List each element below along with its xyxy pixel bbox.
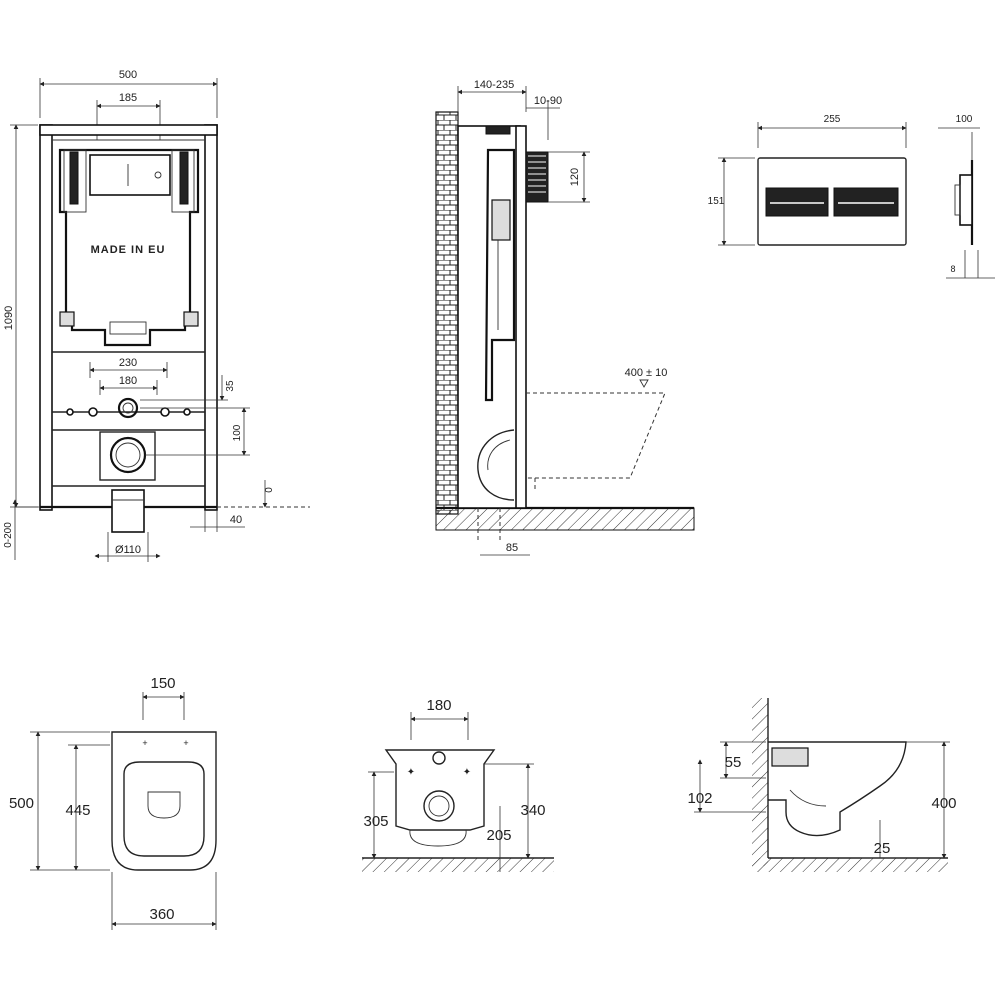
dim-bowl-width: 360 bbox=[149, 906, 174, 923]
dim-panel-height: 120 bbox=[569, 168, 581, 186]
dim-side-height: 400 bbox=[931, 795, 956, 812]
dim-frame-width: 500 bbox=[119, 69, 137, 81]
dim-side-102: 102 bbox=[687, 790, 712, 807]
dim-panel-height-front: 151 bbox=[708, 196, 725, 207]
made-in-eu-label: MADE IN EU bbox=[91, 244, 166, 256]
dim-panel-offset: 10-90 bbox=[534, 95, 562, 107]
dim-front-inner: 205 bbox=[486, 827, 511, 844]
dim-zero: 0 bbox=[264, 487, 275, 493]
dim-40: 40 bbox=[230, 514, 242, 526]
dim-front-left-height: 305 bbox=[363, 813, 388, 830]
dim-front-right-height: 340 bbox=[520, 802, 545, 819]
dim-panel-thickness: 8 bbox=[950, 264, 955, 274]
dim-100: 100 bbox=[232, 424, 243, 441]
dim-35: 35 bbox=[225, 380, 236, 392]
frame-front-view: 500 185 1090 MADE IN EU bbox=[3, 69, 310, 562]
dim-top-opening: 185 bbox=[119, 92, 137, 104]
svg-text:✦: ✦ bbox=[407, 767, 415, 778]
dim-adjust: 0-200 bbox=[3, 522, 14, 548]
dim-panel-width: 255 bbox=[824, 114, 841, 125]
frame-side-view: 140-235 10-90 120 400 ± 10 85 bbox=[435, 79, 695, 556]
dim-pipe-diameter: Ø110 bbox=[115, 544, 141, 556]
bowl-top-view: 150 + + 500 445 360 bbox=[9, 675, 217, 930]
dim-front-bolt-span: 180 bbox=[426, 697, 451, 714]
dim-frame-depth: 140-235 bbox=[474, 79, 514, 91]
svg-text:+: + bbox=[142, 738, 147, 748]
bowl-front-view: 180 ✦ ✦ 305 340 205 bbox=[362, 697, 554, 872]
dim-frame-height: 1090 bbox=[3, 306, 15, 330]
dim-bowl-bolt-span: 150 bbox=[150, 675, 175, 692]
svg-text:+: + bbox=[183, 738, 188, 748]
flush-panel-view: 255 151 100 8 bbox=[708, 114, 995, 279]
bowl-side-view: 55 102 400 25 bbox=[687, 698, 957, 872]
dim-bowl-inner-length: 445 bbox=[65, 802, 90, 819]
dim-inlet-span: 180 bbox=[119, 375, 137, 387]
dim-bowl-length: 500 bbox=[9, 795, 34, 812]
dim-panel-depth: 100 bbox=[956, 114, 973, 125]
dim-85: 85 bbox=[506, 542, 518, 554]
svg-text:✦: ✦ bbox=[463, 767, 471, 778]
dim-side-25: 25 bbox=[874, 840, 891, 857]
dim-bowl-height: 400 ± 10 bbox=[625, 367, 668, 379]
dim-side-55: 55 bbox=[725, 754, 742, 771]
dim-bracket-span: 230 bbox=[119, 357, 137, 369]
